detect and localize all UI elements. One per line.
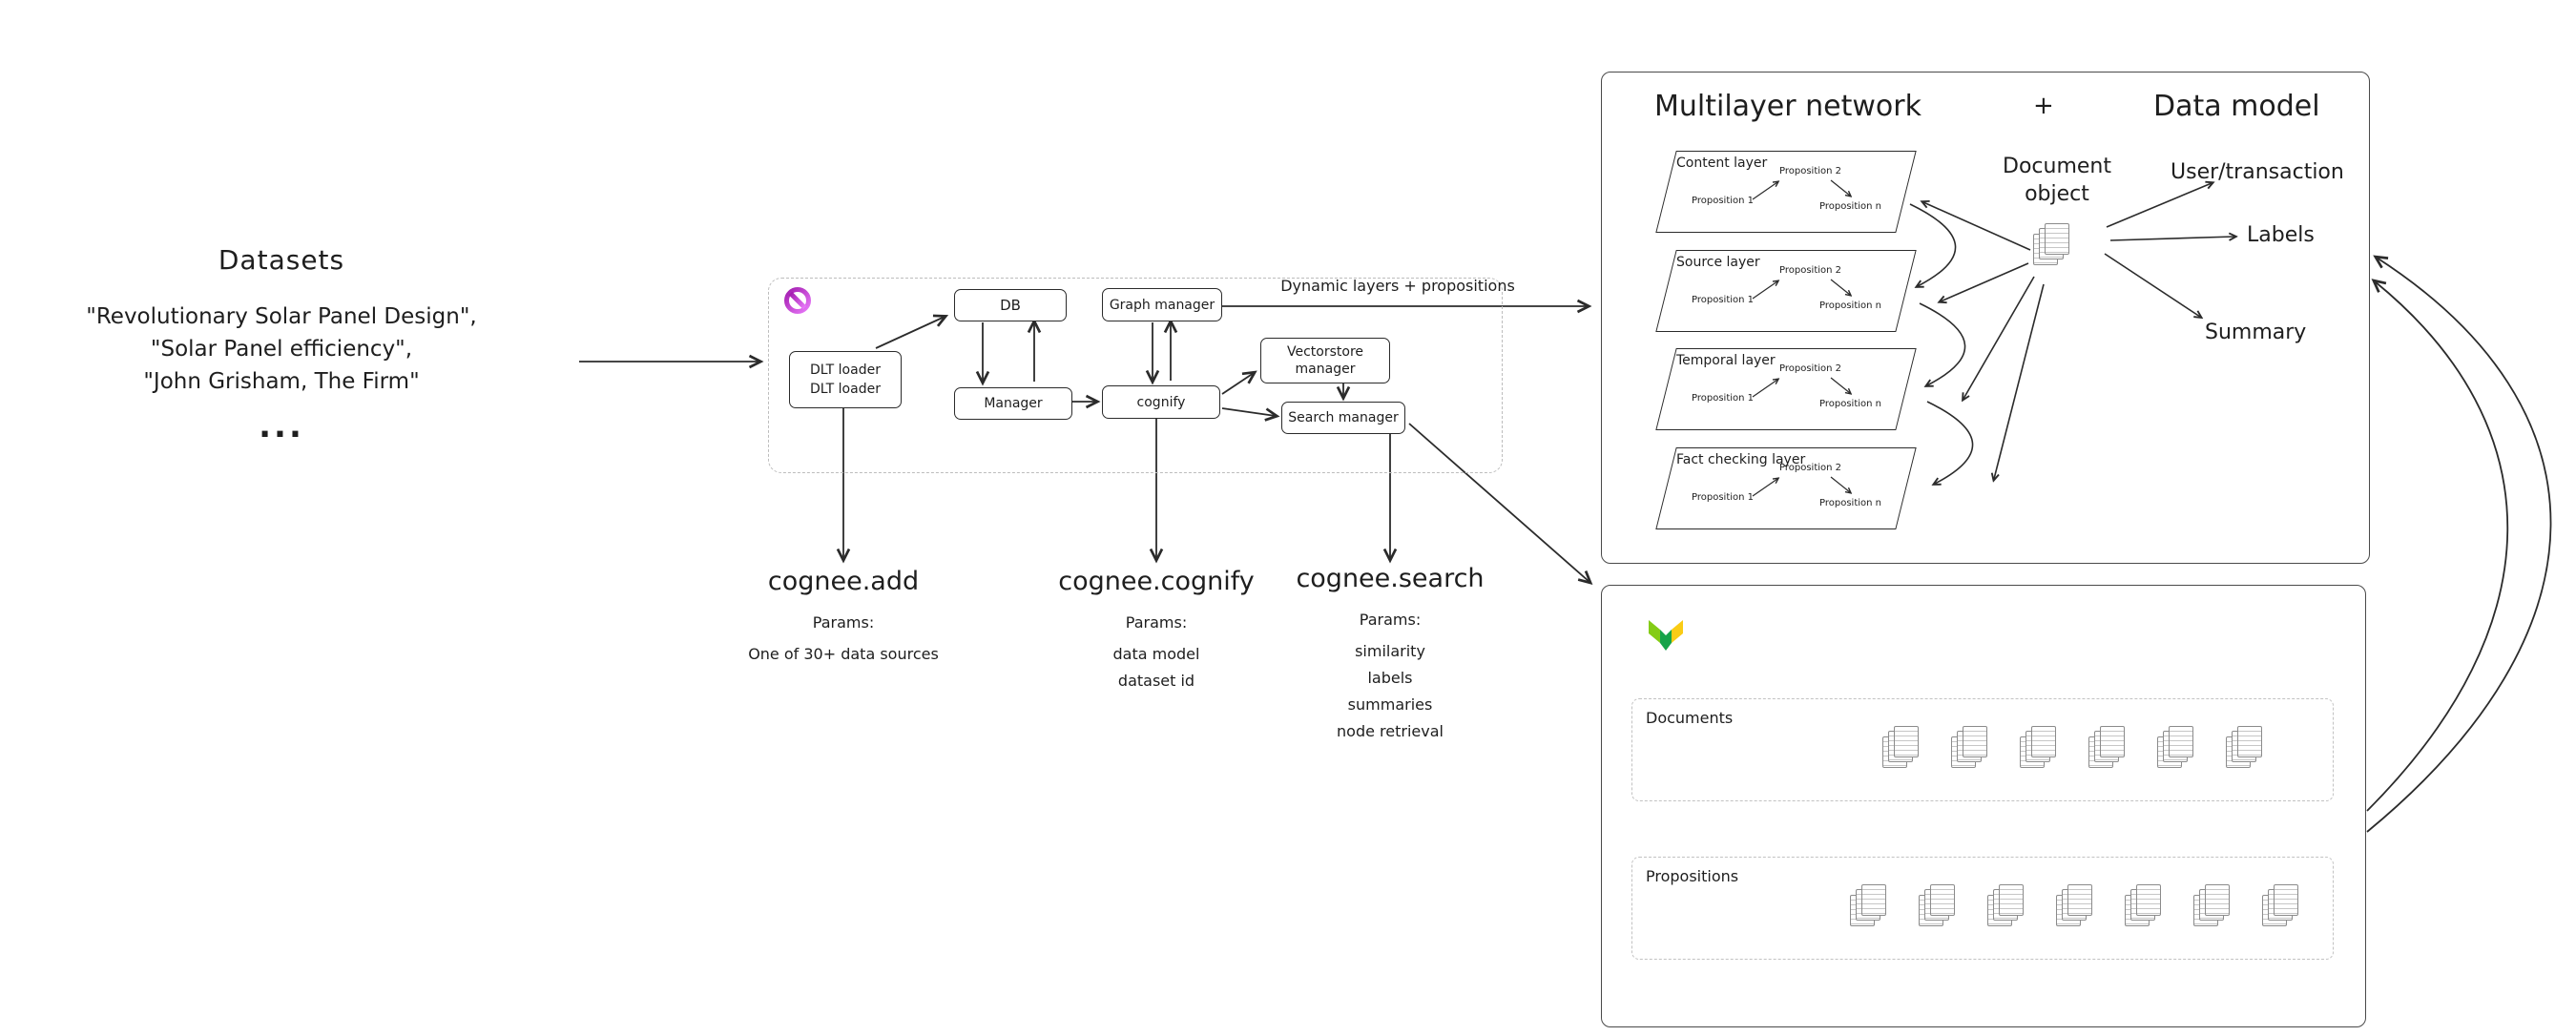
db-node-label: DB xyxy=(1000,297,1021,314)
param-item: labels xyxy=(1367,669,1413,687)
layer-inner: Source layer Proposition 2 Proposition 1… xyxy=(1667,251,1905,331)
param-item: dataset id xyxy=(1117,672,1195,690)
vectorstore-manager-label: Vectorstore xyxy=(1286,344,1364,360)
document-stack-icon xyxy=(2157,726,2193,770)
vectorstore-box: Documents Propositions xyxy=(1601,585,2366,1027)
cognee-search-block: cognee.search Params: similarity labels … xyxy=(1247,564,1533,745)
dlt-loader-node: DLT loader DLT loader xyxy=(789,351,902,408)
document-object-line: object xyxy=(2025,182,2089,206)
proposition-arrows xyxy=(1752,476,1905,497)
output-labels: Labels xyxy=(2247,223,2315,247)
document-stack-icon xyxy=(2020,726,2056,770)
multilayer-network-box: Multilayer network + Data model Content … xyxy=(1601,72,2370,564)
prohibited-icon xyxy=(784,287,811,314)
search-manager-node: Search manager xyxy=(1281,402,1405,434)
fact-checking-layer: Fact checking layer Proposition 2 Propos… xyxy=(1655,447,1917,529)
manager-node: Manager xyxy=(954,387,1072,420)
data-model-title: Data model xyxy=(2153,90,2320,123)
multilayer-title: Multilayer network xyxy=(1654,90,1922,123)
param-item: One of 30+ data sources xyxy=(748,645,939,663)
params-heading: Params: xyxy=(1359,611,1422,629)
cognify-label: cognify xyxy=(1136,394,1186,410)
manager-label: Manager xyxy=(984,396,1043,411)
document-object-label: Document object xyxy=(1976,153,2138,208)
multilayer-plus: + xyxy=(2033,92,2054,120)
db-node: DB xyxy=(954,289,1067,321)
proposition-arrows xyxy=(1752,179,1905,200)
param-item: data model xyxy=(1112,645,1200,663)
dataset-item: "Revolutionary Solar Panel Design", xyxy=(86,304,477,329)
dataset-item: "Solar Panel efficiency", xyxy=(150,337,413,362)
param-item: summaries xyxy=(1347,695,1433,714)
output-user-transaction: User/transaction xyxy=(2171,160,2344,184)
cognee-cognify-title: cognee.cognify xyxy=(1058,567,1255,596)
documents-stack-row xyxy=(1882,726,2262,770)
datasets-ellipsis: ... xyxy=(259,407,304,445)
proposition-stack-icon xyxy=(1987,884,2024,928)
feedback-curves xyxy=(2366,258,2552,833)
param-item: node retrieval xyxy=(1337,722,1444,740)
document-stack-icon xyxy=(2088,726,2125,770)
output-summary: Summary xyxy=(2205,321,2307,344)
document-object-icon xyxy=(2033,223,2069,267)
cognee-search-title: cognee.search xyxy=(1296,564,1485,593)
vectorstore-manager-node: Vectorstore manager xyxy=(1260,338,1390,383)
source-layer: Source layer Proposition 2 Proposition 1… xyxy=(1655,250,1917,332)
proposition-stack-icon xyxy=(1919,884,1955,928)
proposition-stack-icon xyxy=(2056,884,2092,928)
proposition-arrows xyxy=(1752,279,1905,300)
layer-inner: Content layer Proposition 2 Proposition … xyxy=(1667,152,1905,232)
search-manager-label: Search manager xyxy=(1288,410,1399,425)
weaviate-logo-icon xyxy=(1649,620,1683,651)
cognee-cognify-block: cognee.cognify Params: data model datase… xyxy=(1013,567,1299,694)
datasets-title: Datasets xyxy=(218,244,345,276)
document-stack-icon xyxy=(1882,726,1919,770)
temporal-layer: Temporal layer Proposition 2 Proposition… xyxy=(1655,348,1917,430)
cognee-add-block: cognee.add Params: One of 30+ data sourc… xyxy=(700,567,987,668)
propositions-section: Propositions xyxy=(1631,857,2334,960)
proposition-stack-icon xyxy=(1850,884,1886,928)
graph-manager-node: Graph manager xyxy=(1102,288,1222,321)
params-heading: Params: xyxy=(1125,613,1188,632)
proposition-arrows xyxy=(1752,377,1905,398)
dlt-loader-label: DLT loader xyxy=(810,382,881,397)
param-item: similarity xyxy=(1355,642,1425,660)
layer-inner: Fact checking layer Proposition 2 Propos… xyxy=(1667,448,1905,528)
document-object-line: Document xyxy=(2003,155,2111,178)
documents-section: Documents xyxy=(1631,698,2334,801)
params-heading: Params: xyxy=(812,613,875,632)
cognify-node: cognify xyxy=(1102,385,1220,419)
document-stack-icon xyxy=(1951,726,1987,770)
proposition-stack-icon xyxy=(2262,884,2298,928)
datasets-block: Datasets "Revolutionary Solar Panel Desi… xyxy=(38,244,525,445)
dlt-loader-label: DLT loader xyxy=(810,363,881,378)
vectorstore-manager-label: manager xyxy=(1295,362,1356,377)
dataset-item: "John Grisham, The Firm" xyxy=(143,369,420,394)
proposition-stack-icon xyxy=(2193,884,2230,928)
document-stack-icon xyxy=(2226,726,2262,770)
dynamic-layers-arrow-label: Dynamic layers + propositions xyxy=(1280,277,1515,295)
propositions-section-label: Propositions xyxy=(1646,867,1739,885)
layer-inner: Temporal layer Proposition 2 Proposition… xyxy=(1667,349,1905,429)
propositions-stack-row xyxy=(1850,884,2298,928)
proposition-stack-icon xyxy=(2125,884,2161,928)
content-layer: Content layer Proposition 2 Proposition … xyxy=(1655,151,1917,233)
pipeline-container xyxy=(768,278,1503,473)
cognee-add-title: cognee.add xyxy=(767,567,920,596)
graph-manager-label: Graph manager xyxy=(1109,297,1215,313)
documents-section-label: Documents xyxy=(1646,709,1734,727)
